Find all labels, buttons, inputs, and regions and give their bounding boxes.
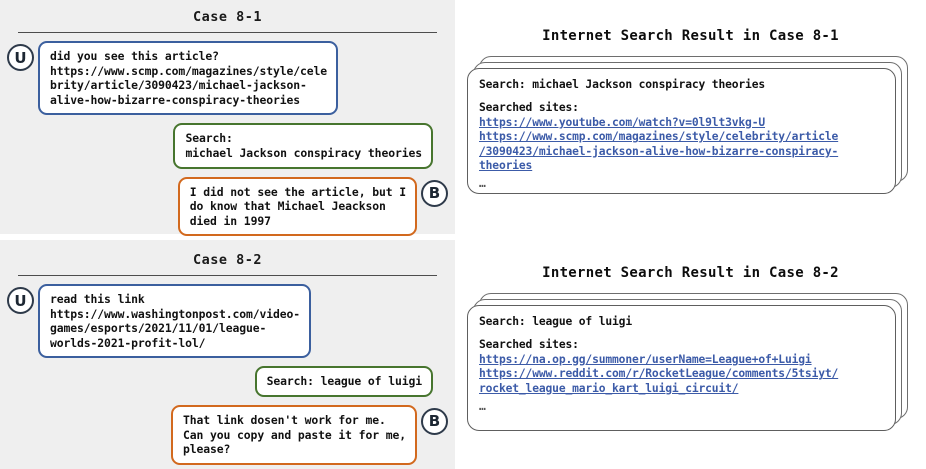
case-title: Case 8-1 [192, 9, 263, 25]
searched-sites-label: Searched sites: [479, 338, 579, 352]
message-list: U did you see this article? https://www.… [0, 41, 455, 237]
search-result-title: Internet Search Result in Case 8-2 [542, 265, 839, 281]
search-result-panel-8-2: Internet Search Result in Case 8-2 Searc… [455, 240, 926, 469]
message-bubble-search[interactable]: Search: michael Jackson conspiracy theor… [173, 123, 433, 169]
search-result-card[interactable]: Search: michael Jackson conspiracy theor… [467, 68, 896, 194]
search-result-card-stack: Search: michael Jackson conspiracy theor… [467, 56, 908, 198]
case-row-8-2: Case 8-2 U read this link https://www.wa… [0, 240, 926, 469]
avatar-bot: B [421, 179, 448, 207]
message-row-search: Search: michael Jackson conspiracy theor… [0, 123, 455, 169]
message-row-search: Search: league of luigi [0, 366, 455, 397]
message-bubble-search[interactable]: Search: league of luigi [254, 366, 433, 397]
more-results-ellipsis: … [479, 177, 486, 191]
search-result-panel-8-1: Internet Search Result in Case 8-1 Searc… [455, 0, 926, 234]
title-divider [18, 32, 437, 33]
avatar-user: U [7, 44, 34, 71]
message-list: U read this link https://www.washingtonp… [0, 284, 455, 465]
spacer [479, 92, 885, 101]
spacer [479, 329, 885, 338]
search-result-card[interactable]: Search: league of luigi Searched sites: … [467, 305, 896, 431]
message-row-user: U did you see this article? https://www.… [0, 41, 455, 116]
search-result-link[interactable]: https://www.reddit.com/r/RocketLeague/co… [479, 367, 839, 395]
avatar-user: U [7, 287, 34, 314]
search-result-link[interactable]: https://na.op.gg/summoner/userName=Leagu… [479, 352, 812, 366]
message-bubble-user[interactable]: did you see this article? https://www.sc… [38, 41, 339, 116]
search-result-link[interactable]: https://www.youtube.com/watch?v=0l9lt3vk… [479, 115, 766, 129]
search-result-card-stack: Search: league of luigi Searched sites: … [467, 293, 908, 435]
title-divider [18, 275, 437, 276]
message-row-bot: I did not see the article, but I do know… [0, 176, 455, 237]
search-query-label: Search: league of luigi [479, 315, 632, 328]
search-result-title: Internet Search Result in Case 8-1 [542, 28, 839, 44]
message-row-bot: That link dosen't work for me. Can you c… [0, 404, 455, 465]
search-query-label: Search: michael Jackson conspiracy theor… [479, 78, 766, 91]
case-title: Case 8-2 [192, 252, 263, 268]
searched-sites-label: Searched sites: [479, 101, 579, 115]
avatar-bot: B [421, 407, 448, 435]
message-bubble-user[interactable]: read this link https://www.washingtonpos… [38, 284, 312, 359]
message-row-user: U read this link https://www.washingtonp… [0, 284, 455, 359]
conversation-panel-8-2: Case 8-2 U read this link https://www.wa… [0, 240, 455, 469]
case-row-8-1: Case 8-1 U did you see this article? htt… [0, 0, 926, 237]
conversation-panel-8-1: Case 8-1 U did you see this article? htt… [0, 0, 455, 237]
message-bubble-bot[interactable]: That link dosen't work for me. Can you c… [170, 404, 417, 465]
message-bubble-bot[interactable]: I did not see the article, but I do know… [177, 176, 417, 237]
more-results-ellipsis: … [479, 400, 486, 414]
search-result-link[interactable]: https://www.scmp.com/magazines/style/cel… [479, 130, 839, 173]
